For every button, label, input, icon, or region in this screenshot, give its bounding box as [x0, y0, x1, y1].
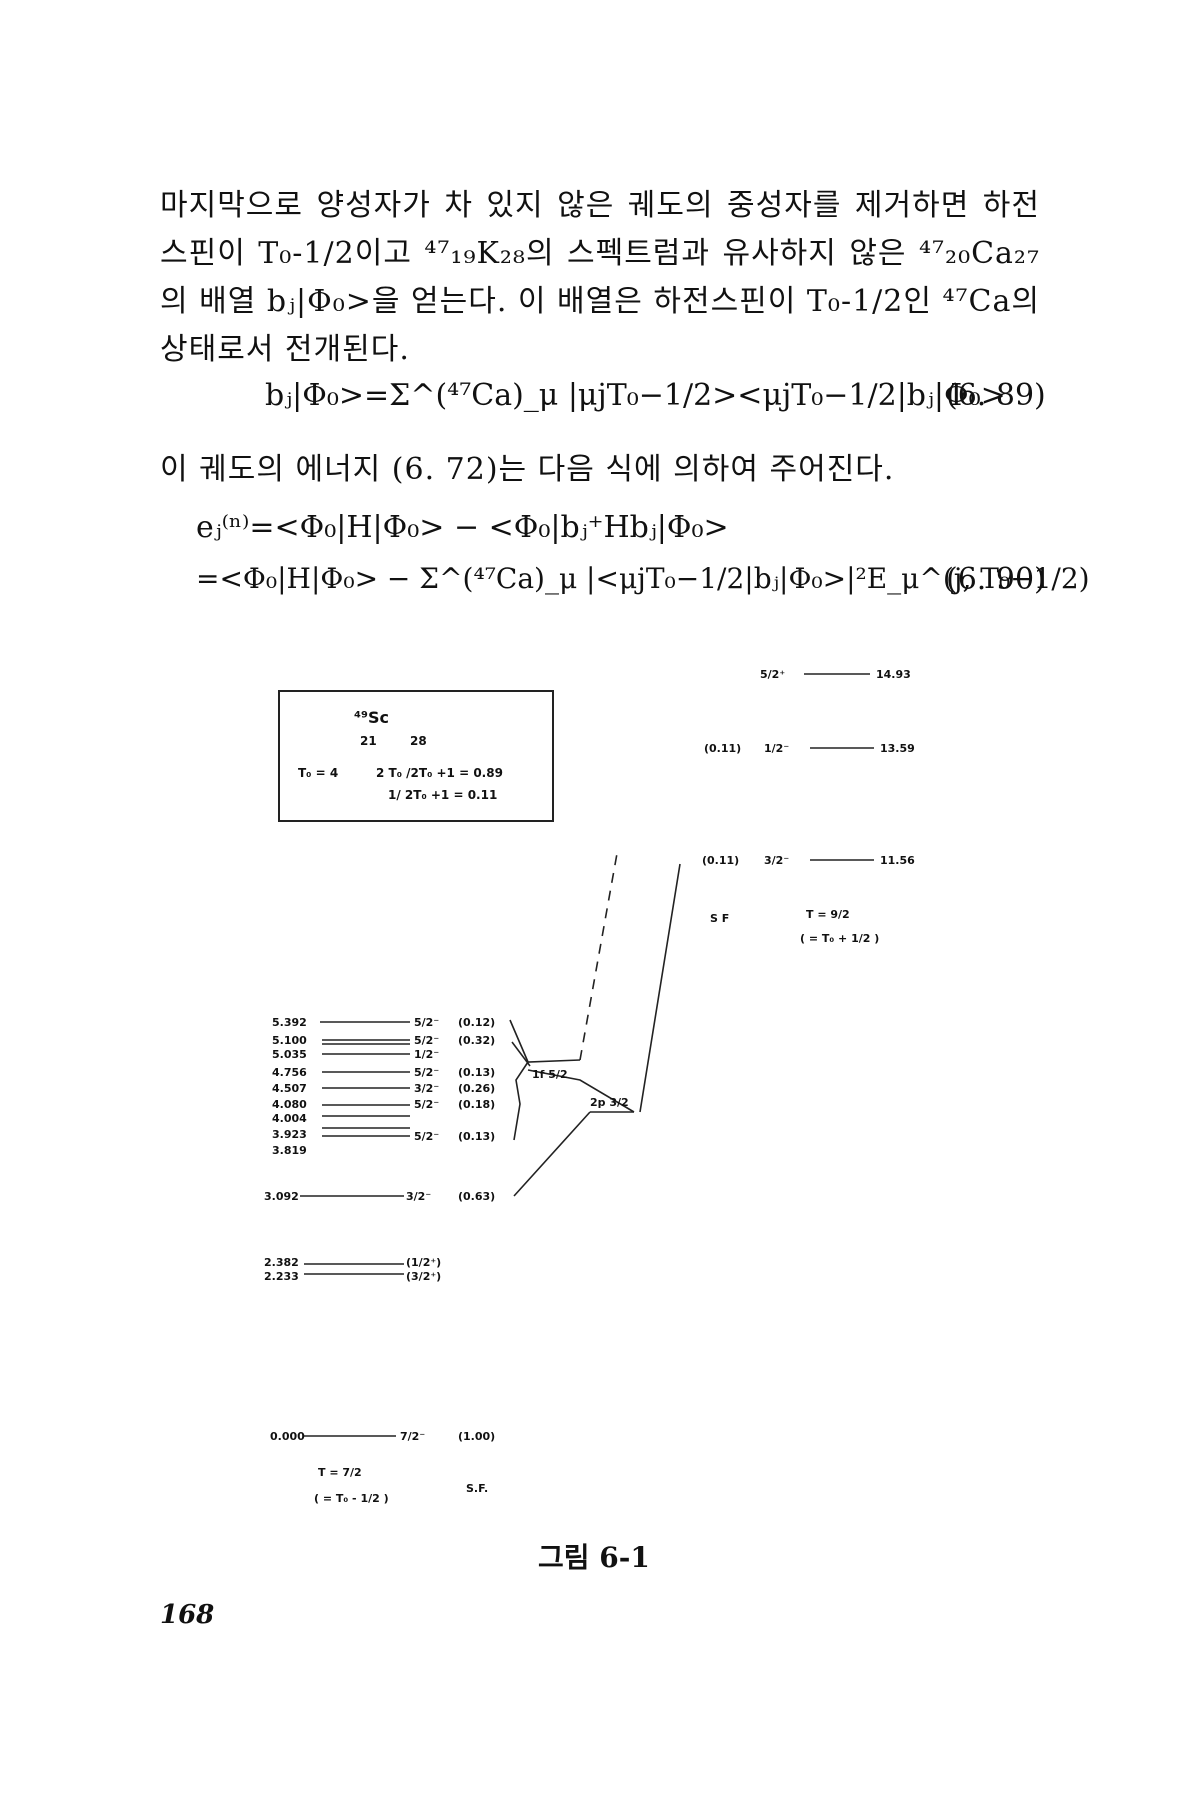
- energy-1359: 13.59: [880, 742, 915, 755]
- energy-1156: 11.56: [880, 854, 915, 867]
- t-right-sub-label: ( = T₀ + 1/2 ): [800, 932, 879, 945]
- energy-3819: 3.819: [272, 1144, 307, 1157]
- spin-5035: 1/2⁻: [414, 1048, 439, 1061]
- equation-6-89-number: (6. 89): [946, 378, 1046, 413]
- box-ratio-1: 2 T₀ /2T₀ +1 = 0.89: [376, 766, 503, 780]
- spin-2233: (3/2⁺): [406, 1270, 441, 1283]
- f52-connector: [509, 1019, 581, 1063]
- energy-4507: 4.507: [272, 1082, 307, 1095]
- spin-4507: 3/2⁻: [414, 1082, 439, 1095]
- equation-6-90-line-1: eⱼ⁽ⁿ⁾=<Φ₀|H|Φ₀> − <Φ₀|bⱼ⁺Hbⱼ|Φ₀>: [196, 510, 729, 545]
- nucleus-info-box: ⁴⁹Sc 21 28 T₀ = 4 2 T₀ /2T₀ +1 = 0.89 1/…: [278, 690, 554, 822]
- spin-1359: 1/2⁻: [764, 742, 789, 755]
- box-z: 21: [360, 734, 377, 748]
- spin-4756: 5/2⁻: [414, 1066, 439, 1079]
- sf-right-label: S F: [710, 912, 729, 925]
- energy-3923: 3.923: [272, 1128, 307, 1141]
- energy-4004: 4.004: [272, 1112, 307, 1125]
- energy-1493: 14.93: [876, 668, 911, 681]
- equation-6-90-line-2: =<Φ₀|H|Φ₀> − Σ^(⁴⁷Ca)_μ |<μjT₀−1/2|bⱼ|Φ₀…: [196, 562, 1090, 595]
- paragraph-2: 이 궤도의 에너지 (6. 72)는 다음 식에 의하여 주어진다.: [160, 452, 895, 487]
- spin-2382: (1/2⁺): [406, 1256, 441, 1269]
- orbit-p32-label: 2p 3/2: [590, 1096, 629, 1109]
- spin-3092: 3/2⁻: [406, 1190, 431, 1203]
- energy-4080: 4.080: [272, 1098, 307, 1111]
- energy-0000: 0.000: [270, 1430, 305, 1443]
- paragraph-1: 마지막으로 양성자가 차 있지 않은 궤도의 중성자를 제거하면 하전스핀이 T…: [160, 188, 1040, 367]
- box-nucleus: ⁴⁹Sc: [354, 708, 390, 727]
- equation-6-89: bⱼ|Φ₀>=Σ^(⁴⁷Ca)_μ |μjT₀−1/2><μjT₀−1/2|bⱼ…: [265, 378, 1006, 413]
- f52-dashed: [579, 847, 619, 1061]
- box-n: 28: [410, 734, 427, 748]
- equation-6-90-number: (6. 90): [946, 562, 1046, 597]
- energy-4756: 4.756: [272, 1066, 307, 1079]
- sf-0000: (1.00): [458, 1430, 495, 1443]
- t-left-label: T = 7/2: [318, 1466, 362, 1479]
- page-number: 168: [160, 1600, 215, 1630]
- t-right-label: T = 9/2: [806, 908, 850, 921]
- sf-4756: (0.13): [458, 1066, 495, 1079]
- spin-1493: 5/2⁺: [760, 668, 785, 681]
- sf-4507: (0.26): [458, 1082, 495, 1095]
- p32-node: [527, 1069, 635, 1113]
- p32-to-right: [639, 863, 681, 1113]
- spin-0000: 7/2⁻: [400, 1430, 425, 1443]
- orbit-f52-label: 1f 5/2: [532, 1068, 568, 1081]
- spin-4080: 5/2⁻: [414, 1098, 439, 1111]
- sf-5392: (0.12): [458, 1016, 495, 1029]
- spin-1156: 3/2⁻: [764, 854, 789, 867]
- t-left-sub-label: ( = T₀ - 1/2 ): [314, 1492, 389, 1505]
- energy-5035: 5.035: [272, 1048, 307, 1061]
- energy-5392: 5.392: [272, 1016, 307, 1029]
- spin-5392: 5/2⁻: [414, 1016, 439, 1029]
- sf-left-label: S.F.: [466, 1482, 488, 1495]
- spin-3923: 5/2⁻: [414, 1130, 439, 1143]
- energy-2233: 2.233: [264, 1270, 299, 1283]
- energy-3092: 3.092: [264, 1190, 299, 1203]
- sf-4080: (0.18): [458, 1098, 495, 1111]
- energy-5100: 5.100: [272, 1034, 307, 1047]
- sf-1359: (0.11): [704, 742, 741, 755]
- sf-1156: (0.11): [702, 854, 739, 867]
- sf-5100: (0.32): [458, 1034, 495, 1047]
- figure-caption: 그림 6-1: [538, 1541, 650, 1574]
- energy-2382: 2.382: [264, 1256, 299, 1269]
- spin-5100: 5/2⁻: [414, 1034, 439, 1047]
- sf-3923: (0.13): [458, 1130, 495, 1143]
- box-ratio-2: 1/ 2T₀ +1 = 0.11: [388, 788, 498, 802]
- box-t0: T₀ = 4: [298, 766, 339, 780]
- sf-3092: (0.63): [458, 1190, 495, 1203]
